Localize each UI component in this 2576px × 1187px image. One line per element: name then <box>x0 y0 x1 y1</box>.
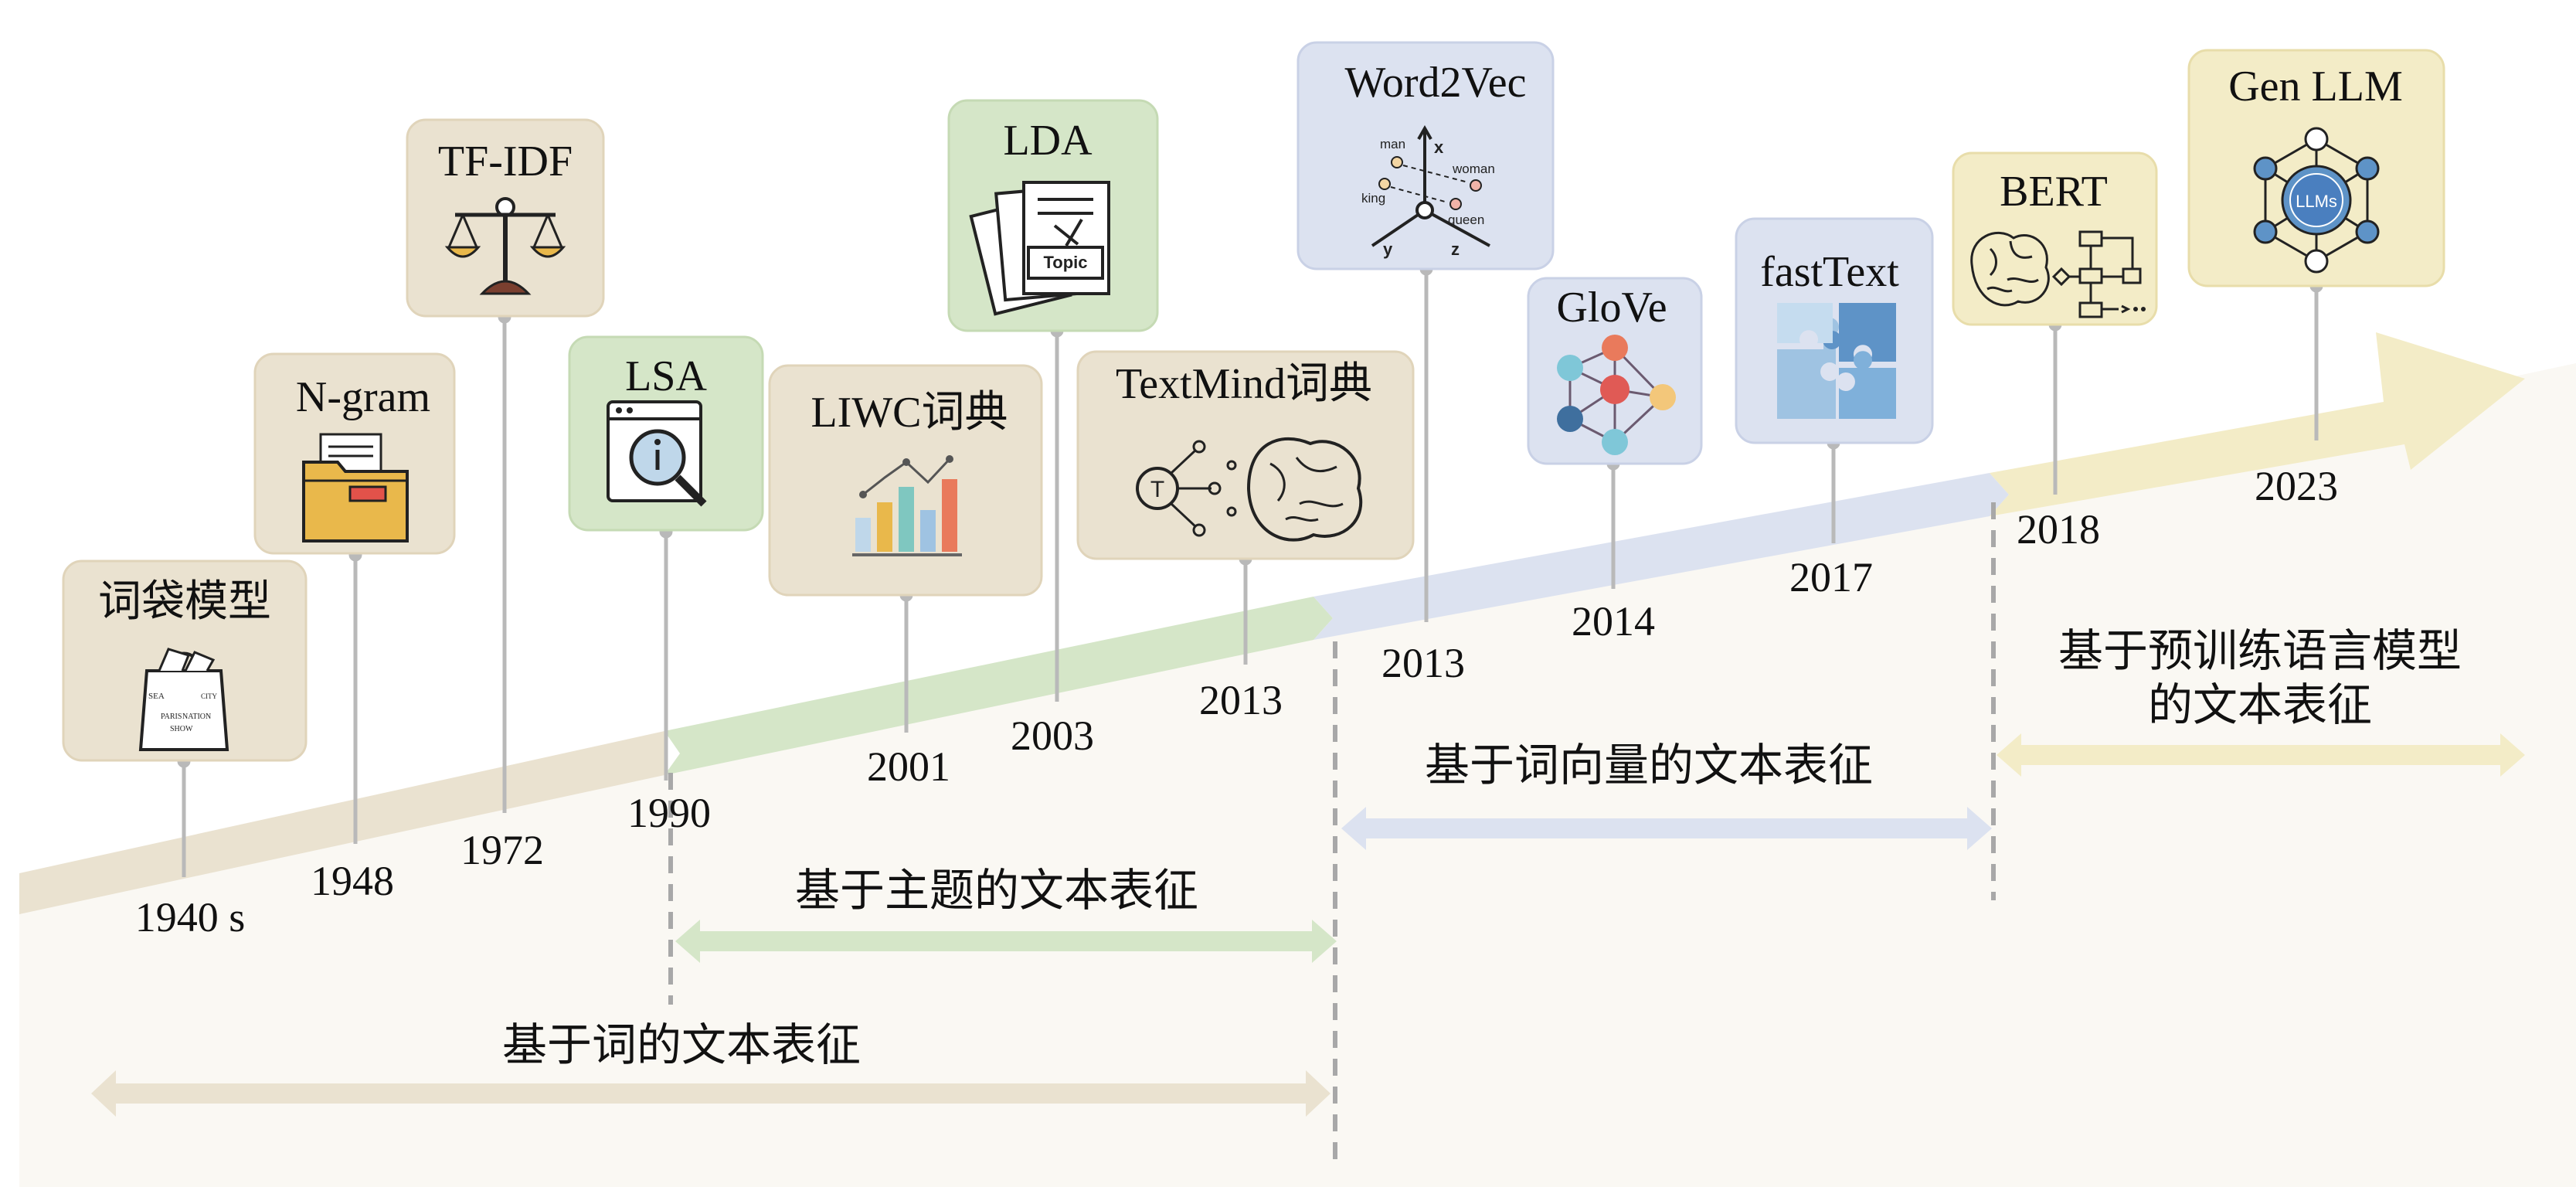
milestone-ngram: N-gram <box>253 352 456 555</box>
era-pretrained: 基于预训练语言模型 的文本表征 <box>1997 626 2525 777</box>
year-label: 2003 <box>1011 713 1094 759</box>
era-dividers <box>668 502 1996 1167</box>
axis-label-y: y <box>1383 240 1393 259</box>
era-arrow-word <box>91 1070 1330 1117</box>
puzzle-icon <box>1777 303 1896 419</box>
milestone-lda: LDA Topic <box>947 99 1159 332</box>
milestone-tfidf: TF-IDF <box>406 118 605 318</box>
milestone-textmind: TextMind词典 T <box>1076 350 1415 560</box>
milestone-title: N-gram <box>296 373 430 421</box>
llm-network-icon: LLMs <box>2253 127 2380 274</box>
era-label-line2: 的文本表征 <box>2148 680 2372 730</box>
topic-label: Topic <box>1043 253 1087 272</box>
year-label: 1990 <box>627 790 711 836</box>
era-arrow-topic <box>675 920 1337 963</box>
bag-word: SEA <box>148 692 165 701</box>
milestone-title: Gen LLM <box>2228 63 2403 111</box>
year-label: 2013 <box>1381 640 1465 686</box>
t-node-label: T <box>1150 477 1164 502</box>
era-arrow-vector <box>1341 807 1992 850</box>
year-label: 1940 s <box>135 894 246 940</box>
bag-word: PARIS <box>161 713 182 721</box>
milestone-word2vec: Word2Vec man woman king queen x y z <box>1296 41 1555 270</box>
vec-label-man: man <box>1380 137 1405 151</box>
milestone-title: TF-IDF <box>438 138 573 185</box>
year-labels: 1940 s 1948 1972 1990 2001 2003 2013 201… <box>135 463 2338 940</box>
axis-label-z: z <box>1451 240 1460 259</box>
balance-scale-icon <box>444 197 566 295</box>
milestone-gen-llm: Gen LLM LLMs <box>2187 49 2445 287</box>
milestone-title: GloVe <box>1556 284 1667 332</box>
era-label: 基于词向量的文本表征 <box>1425 740 1873 791</box>
milestone-fasttext: fastText <box>1735 217 1934 444</box>
vec-label-queen: queen <box>1448 213 1484 227</box>
milestone-title: LIWC词典 <box>811 389 1008 437</box>
milestone-title: Word2Vec <box>1345 59 1527 107</box>
axis-label-x: x <box>1434 138 1444 157</box>
network-graph-icon <box>1557 335 1676 455</box>
era-topic: 基于主题的文本表征 <box>675 866 1337 963</box>
era-label: 基于词的文本表征 <box>502 1020 861 1070</box>
year-label: 2017 <box>1789 554 1873 600</box>
year-label: 1948 <box>311 858 394 904</box>
vec-label-king: king <box>1361 191 1385 206</box>
search-window-icon <box>607 400 707 507</box>
era-arrow-pretrained <box>1997 733 2525 777</box>
year-label: 1972 <box>460 827 544 873</box>
folder-icon <box>302 433 409 542</box>
year-label: 2023 <box>2255 463 2338 509</box>
milestone-bag-of-words: 词袋模型 SEA PARIS NATION SHOW CITY <box>62 559 308 762</box>
year-label: 2018 <box>2017 506 2100 553</box>
milestone-liwc: LIWC词典 <box>768 364 1043 597</box>
brain-flowchart-icon <box>1970 230 2146 318</box>
vec-label-woman: woman <box>1452 162 1495 176</box>
background-wedge <box>19 363 2576 1187</box>
year-label: 2001 <box>867 743 950 790</box>
card <box>1952 151 2158 326</box>
word-vector-icon: man woman king queen x y z <box>1361 124 1495 259</box>
bag-word: NATION <box>182 713 211 721</box>
era-label: 基于预训练语言模型 <box>2058 626 2462 676</box>
milestone-title: LSA <box>625 352 707 400</box>
band-segment-topic <box>664 597 1333 775</box>
era-word: 基于词的文本表征 <box>91 1020 1330 1117</box>
year-label: 2014 <box>1572 598 1655 645</box>
milestone-title: TextMind词典 <box>1116 360 1372 408</box>
llm-badge: LLMs <box>2296 192 2337 211</box>
bag-word: SHOW <box>170 725 193 733</box>
milestone-glove: GloVe <box>1527 277 1703 465</box>
card <box>768 364 1043 597</box>
shopping-bag-icon: SEA PARIS NATION SHOW CITY <box>138 648 229 751</box>
era-label: 基于主题的文本表征 <box>795 866 1198 916</box>
band-segment-pretrained <box>1990 332 2525 516</box>
era-vector: 基于词向量的文本表征 <box>1341 740 1992 850</box>
milestone-lsa: LSA <box>568 335 764 532</box>
milestone-bert: BERT <box>1952 151 2158 326</box>
milestone-title: fastText <box>1760 248 1899 296</box>
bar-chart-icon <box>852 455 962 556</box>
milestone-title: LDA <box>1003 117 1093 165</box>
brain-circuit-icon: T <box>1136 437 1363 542</box>
topic-documents-icon: Topic <box>969 181 1110 316</box>
year-label: 2013 <box>1199 677 1283 723</box>
milestone-title: BERT <box>2000 168 2108 216</box>
bag-word: CITY <box>201 692 217 700</box>
milestone-title: 词袋模型 <box>98 578 271 626</box>
